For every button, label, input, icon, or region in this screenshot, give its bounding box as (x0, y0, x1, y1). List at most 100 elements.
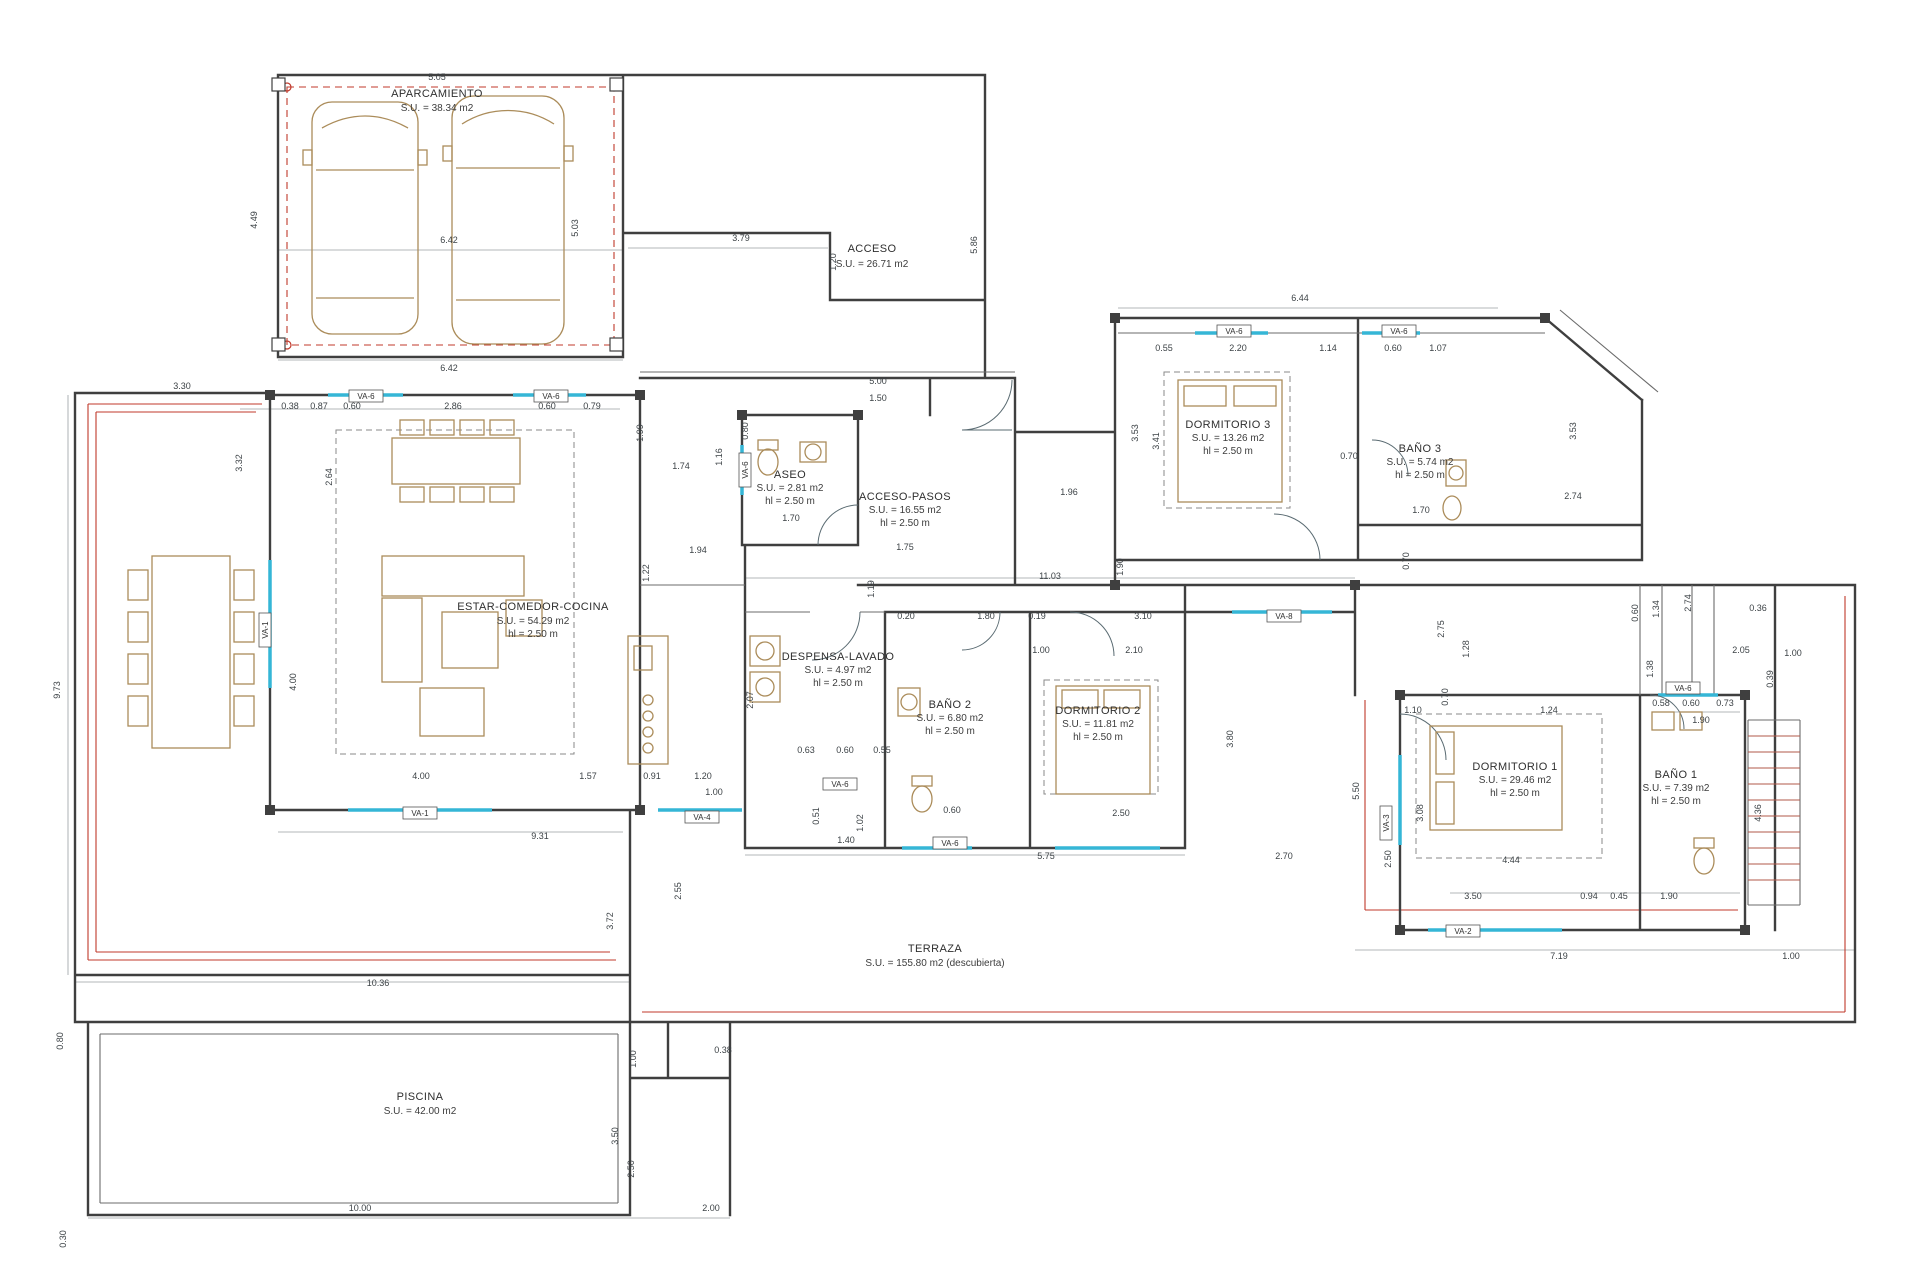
dimension-label: 6.44 (1291, 293, 1309, 303)
dimension-label: 3.08 (1415, 804, 1425, 822)
dimension-label: 1.07 (1429, 343, 1447, 353)
dimension-label: 1.28 (1461, 640, 1471, 658)
dimension-label: 1.70 (782, 513, 800, 523)
dimension-lines (67, 247, 1855, 1219)
window-type-label: VA-6 (348, 389, 384, 403)
dimension-label: 2.74 (1683, 594, 1693, 612)
svg-text:VA-6: VA-6 (357, 392, 375, 401)
dimension-label: 0.36 (1749, 603, 1767, 613)
window-type-label: VA-6 (1665, 681, 1701, 695)
dimension-label: 1.00 (1782, 951, 1800, 961)
dimension-label: 6.42 (440, 235, 458, 245)
svg-text:VA-6: VA-6 (941, 839, 959, 848)
dimension-label: 1.70 (1412, 505, 1430, 515)
room-height-estar: hl = 2.50 m (508, 629, 558, 640)
dimension-label: 2.75 (1436, 620, 1446, 638)
dimension-label: 0.58 (1652, 698, 1670, 708)
walls (73, 73, 1857, 1217)
car (302, 101, 428, 335)
dimension-label: 0.60 (1682, 698, 1700, 708)
dimension-label: 3.30 (173, 381, 191, 391)
dimension-label: 0.70 (1440, 688, 1450, 706)
dimension-label: 2.70 (1275, 851, 1293, 861)
dimension-label: 1.90 (1692, 715, 1710, 725)
svg-text:VA-6: VA-6 (741, 461, 750, 479)
dimension-label: 1.90 (1115, 558, 1125, 576)
room-area-terraza: S.U. = 155.80 m2 (descubierta) (865, 958, 1004, 969)
dimension-label: 5.00 (869, 376, 887, 386)
dimension-label: 6.42 (440, 363, 458, 373)
room-height-acceso-pasos: hl = 2.50 m (880, 518, 930, 529)
svg-text:VA-6: VA-6 (1674, 684, 1692, 693)
svg-text:VA-4: VA-4 (693, 813, 711, 822)
bed-dormitorio1 (1429, 725, 1563, 831)
room-height-bano3: hl = 2.50 m (1395, 470, 1445, 481)
dimension-label: 9.73 (52, 681, 62, 699)
dimension-label: 0.73 (1716, 698, 1734, 708)
room-label-acceso-pasos: ACCESO-PASOS (859, 491, 951, 503)
dimension-label: 7.19 (1550, 951, 1568, 961)
dimension-label: 5.03 (570, 219, 580, 237)
room-area-aparcamiento: S.U. = 38.34 m2 (401, 103, 474, 114)
dimension-label: 1.57 (579, 771, 597, 781)
room-label-bano3: BAÑO 3 (1399, 442, 1442, 455)
dimension-label: 1.80 (977, 611, 995, 621)
room-label-aseo: ASEO (774, 469, 806, 481)
svg-text:VA-6: VA-6 (1390, 327, 1408, 336)
bano1-fixtures (1651, 711, 1715, 875)
dimension-label: 0.91 (643, 771, 661, 781)
room-area-piscina: S.U. = 42.00 m2 (384, 1106, 457, 1117)
room-label-acceso: ACCESO (848, 243, 897, 255)
dimension-label: 9.31 (531, 831, 549, 841)
dimension-label: 1.00 (705, 787, 723, 797)
room-area-bano2: S.U. = 6.80 m2 (917, 713, 984, 724)
dimension-label: 0.60 (1630, 604, 1640, 622)
room-area-dormitorio2: S.U. = 11.81 m2 (1062, 719, 1134, 730)
room-area-acceso-pasos: S.U. = 16.55 m2 (869, 505, 942, 516)
room-label-despensa: DESPENSA-LAVADO (782, 651, 895, 663)
dimension-label: 5.05 (428, 72, 446, 82)
dimension-label: 1.19 (866, 580, 876, 598)
room-height-dormitorio3: hl = 2.50 m (1203, 446, 1253, 457)
dimension-label: 0.63 (797, 745, 815, 755)
bed-dormitorio2 (1055, 685, 1151, 795)
svg-text:VA-8: VA-8 (1275, 612, 1293, 621)
door-arcs (811, 379, 1685, 761)
svg-text:VA-1: VA-1 (411, 809, 429, 818)
dimension-label: 0.38 (281, 401, 299, 411)
svg-text:VA-6: VA-6 (1225, 327, 1243, 336)
window-type-label: VA-6 (822, 777, 858, 791)
dimension-label: 2.10 (1125, 645, 1143, 655)
dimension-label: 1.94 (689, 545, 707, 555)
dimension-label: 4.00 (288, 673, 298, 691)
dimension-label: 4.44 (1502, 855, 1520, 865)
svg-text:VA-1: VA-1 (261, 621, 270, 639)
dimension-label: 0.39 (1765, 670, 1775, 688)
garage-dashed-outline (286, 86, 615, 346)
window-type-label: VA-6 (1381, 324, 1417, 338)
washer-dryer (749, 635, 781, 703)
dimension-label: 2.20 (1229, 343, 1247, 353)
dimension-label: 0.60 (1384, 343, 1402, 353)
dimension-label: 3.50 (1464, 891, 1482, 901)
sofa-set (381, 555, 543, 737)
dimension-label: 2.50 (1383, 850, 1393, 868)
dimension-label: 5.50 (1351, 782, 1361, 800)
window-type-label: VA-6 (738, 452, 752, 488)
dimension-label: 0.80 (55, 1032, 65, 1050)
window-type-label: VA-1 (402, 806, 438, 820)
dimension-label: 0.55 (873, 745, 891, 755)
room-label-bano2: BAÑO 2 (929, 698, 972, 711)
dimension-label: 3.53 (1568, 422, 1578, 440)
dimension-label: 1.00 (1032, 645, 1050, 655)
dining-table (391, 419, 521, 503)
dimension-label: 0.94 (1580, 891, 1598, 901)
room-label-bano1: BAÑO 1 (1655, 768, 1698, 781)
room-area-acceso: S.U. = 26.71 m2 (836, 259, 909, 270)
room-area-bano1: S.U. = 7.39 m2 (1643, 783, 1710, 794)
room-height-despensa: hl = 2.50 m (813, 678, 863, 689)
dimension-label: 1.14 (1319, 343, 1337, 353)
aseo-fixtures (757, 439, 827, 476)
window-type-label: VA-1 (258, 612, 272, 648)
